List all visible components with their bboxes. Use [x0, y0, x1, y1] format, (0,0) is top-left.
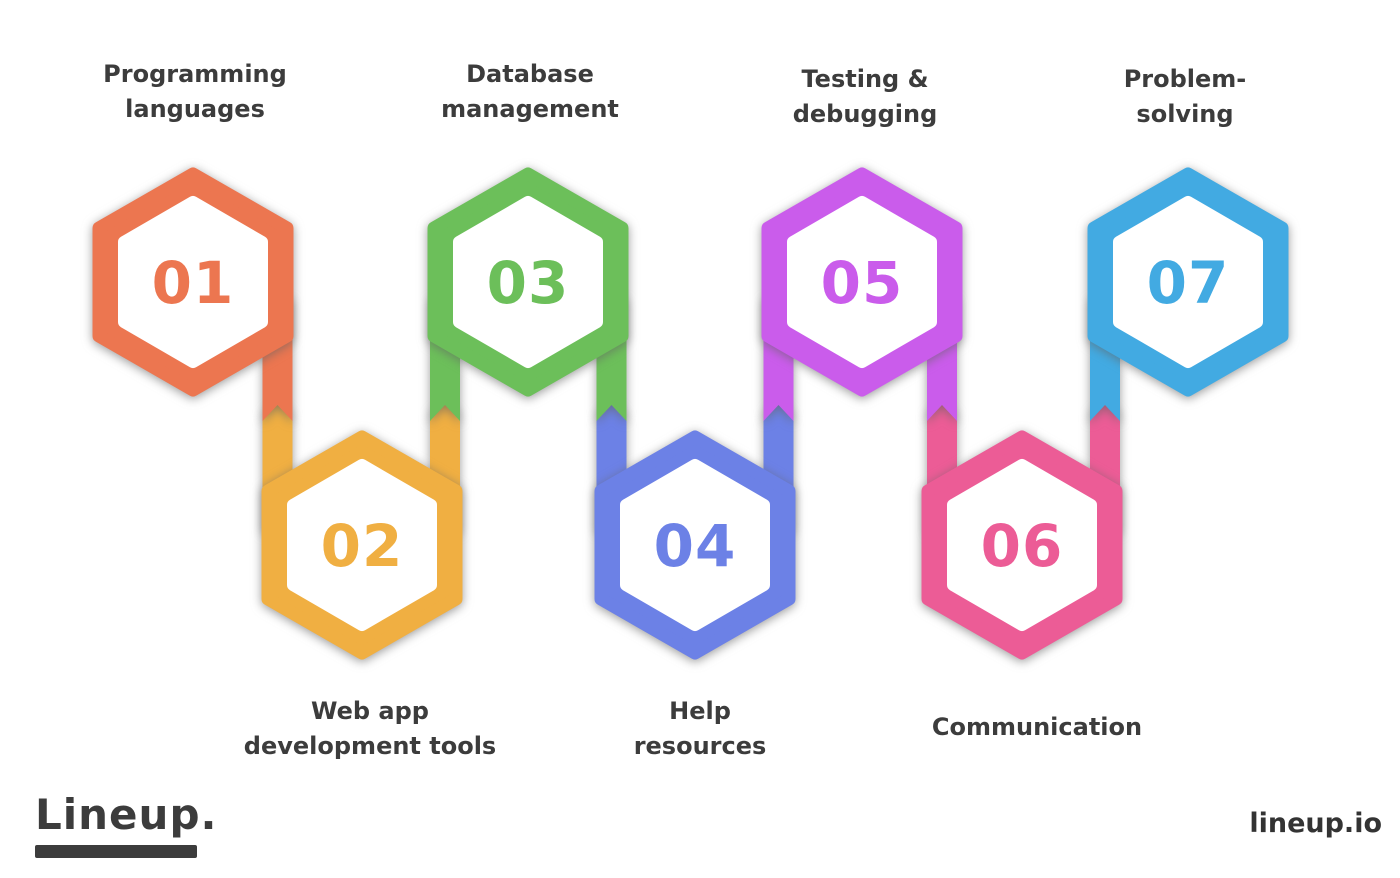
step-number-07: 07: [1147, 249, 1230, 317]
step-label-5-line1: Testing &: [801, 65, 929, 93]
step-number-05: 05: [821, 249, 904, 317]
hexagon-01-inner: [118, 196, 268, 368]
hexagon-02-inner: [287, 459, 437, 631]
hexagon-03-inner: [453, 196, 603, 368]
hexagon-01: 01: [92, 167, 294, 397]
hexagon-04: 04: [594, 430, 796, 660]
website-text: lineup.io: [1249, 808, 1382, 839]
step-label-4-line1: Help: [669, 697, 731, 725]
step-label-5-line2: debugging: [792, 100, 938, 128]
hexagon-04-inner: [620, 459, 770, 631]
step-number-02: 02: [321, 512, 404, 580]
step-label-1: Programming languages: [25, 57, 365, 127]
hexagon-05-inner: [787, 196, 937, 368]
step-label-2-line2: development tools: [243, 732, 497, 760]
hexagon-06-inner: [947, 459, 1097, 631]
step-label-6: Communication: [867, 710, 1207, 745]
hexagon-02: 02: [261, 430, 463, 660]
brand-logo-text: Lineup.: [35, 790, 218, 839]
step-label-7-line1: Problem-: [1123, 65, 1247, 93]
step-label-1-line2: languages: [125, 95, 265, 123]
step-number-03: 03: [487, 249, 570, 317]
hexagon-06: 06: [921, 430, 1123, 660]
step-number-01: 01: [152, 249, 235, 317]
hexagon-05: 05: [761, 167, 963, 397]
hexagon-07: 07: [1087, 167, 1289, 397]
step-label-4-line2: resources: [633, 732, 767, 760]
step-label-1-line1: Programming: [103, 60, 287, 88]
step-label-3-line2: management: [441, 95, 619, 123]
step-label-5: Testing & debugging: [695, 62, 1035, 132]
step-label-3-line1: Database: [466, 60, 594, 88]
step-label-3: Database management: [360, 57, 700, 127]
step-label-2-line1: Web app: [311, 697, 429, 725]
step-number-04: 04: [654, 512, 737, 580]
hexagon-07-inner: [1113, 196, 1263, 368]
step-label-2: Web app development tools: [200, 694, 540, 764]
step-label-4: Help resources: [530, 694, 870, 764]
brand-logo-underline: [35, 845, 197, 858]
step-label-7: Problem- solving: [1015, 62, 1355, 132]
step-label-6-line1: Communication: [931, 713, 1143, 741]
step-label-7-line2: solving: [1136, 100, 1234, 128]
hexagon-03: 03: [427, 167, 629, 397]
step-number-06: 06: [981, 512, 1064, 580]
